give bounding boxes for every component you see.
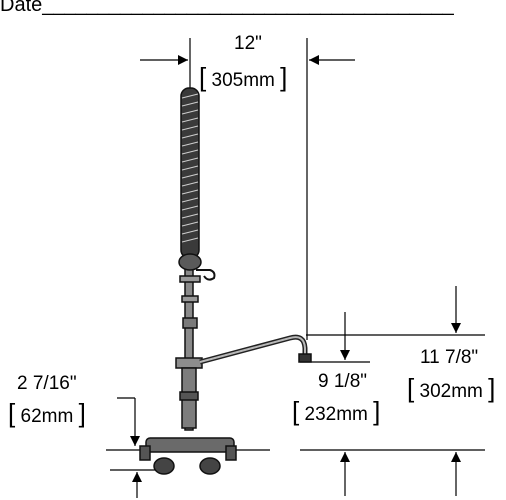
spout-swivel xyxy=(175,357,203,369)
bracket-close: ] xyxy=(280,62,288,92)
collar-2 xyxy=(181,295,199,303)
lower-collar xyxy=(179,391,199,401)
date-field-label: Date____________________________________… xyxy=(0,0,454,16)
bracket-open: [ xyxy=(292,396,300,426)
overall-height-imperial: 11 7/8" xyxy=(420,347,479,368)
inlet-right xyxy=(225,445,237,461)
inlet-handle-left xyxy=(153,457,175,475)
overall-height-metric: 302mm xyxy=(419,381,483,402)
wall-bracket-hook xyxy=(196,269,216,281)
spray-valve xyxy=(178,253,202,271)
mixing-body xyxy=(145,437,235,453)
swing-width-metric-group: [ 305mm ] xyxy=(199,64,287,90)
inlet-centers-imperial: 2 7/16" xyxy=(17,373,77,394)
swing-width-metric: 305mm xyxy=(211,70,275,91)
bracket-open: [ xyxy=(407,373,415,403)
collar-1 xyxy=(179,275,201,283)
inlet-left xyxy=(139,445,151,461)
bracket-close: ] xyxy=(373,396,381,426)
spout-height-metric: 232mm xyxy=(304,404,368,425)
bracket-close: ] xyxy=(78,398,86,428)
bracket-open: [ xyxy=(199,62,207,92)
spout-height-imperial: 9 1/8" xyxy=(318,371,368,392)
swing-width-imperial: 12" xyxy=(234,33,262,54)
inlet-centers-metric: 62mm xyxy=(20,406,74,427)
spout-outlet xyxy=(298,353,312,363)
overall-height-metric-group: [ 302mm ] xyxy=(407,375,495,401)
spring-coils xyxy=(181,93,199,243)
faucet-assembly xyxy=(139,87,312,475)
inlet-handle-right xyxy=(199,457,221,475)
bracket-close: ] xyxy=(488,373,496,403)
inlet-centers-metric-group: [ 62mm ] xyxy=(8,400,86,426)
collar-3 xyxy=(182,317,198,329)
spout-height-metric-group: [ 232mm ] xyxy=(292,398,380,424)
bracket-open: [ xyxy=(8,398,16,428)
dimension-lines xyxy=(106,38,485,498)
